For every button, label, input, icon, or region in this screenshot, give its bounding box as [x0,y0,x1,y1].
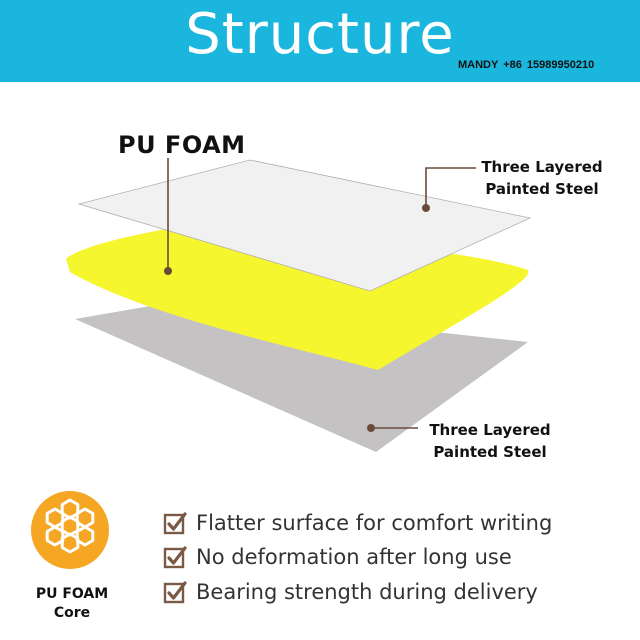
checkbox-checked-icon [163,546,187,569]
checkbox-checked-icon [163,581,187,604]
feature-text: Flatter surface for comfort writing [196,511,553,535]
honeycomb-core-icon [31,491,109,569]
pu-foam-label: PU FOAM [118,131,246,159]
top-leader-line [425,167,476,207]
feature-text: Bearing strength during delivery [196,580,538,604]
header-banner: Structure MANDY +86 15989950210 [0,0,640,82]
feature-item: No deformation after long use [163,542,512,572]
contact-info: MANDY +86 15989950210 [458,59,595,71]
top-leader-dot [422,204,430,212]
bottom-layer-label: Three Layered Painted Steel [429,421,551,461]
feature-item: Flatter surface for comfort writing [163,508,552,538]
bottom-leader-dot [367,424,375,432]
layer-diagram [66,158,532,452]
feature-text: No deformation after long use [196,545,512,569]
feature-item: Bearing strength during delivery [163,577,538,607]
checkbox-checked-icon [163,512,187,535]
foam-leader-dot [164,267,172,275]
pu-foam-core-label: PU FOAM Core [35,586,109,621]
top-steel-sheet [77,159,532,292]
page-title: Structure [185,2,455,67]
top-layer-label: Three Layered Painted Steel [481,158,603,198]
